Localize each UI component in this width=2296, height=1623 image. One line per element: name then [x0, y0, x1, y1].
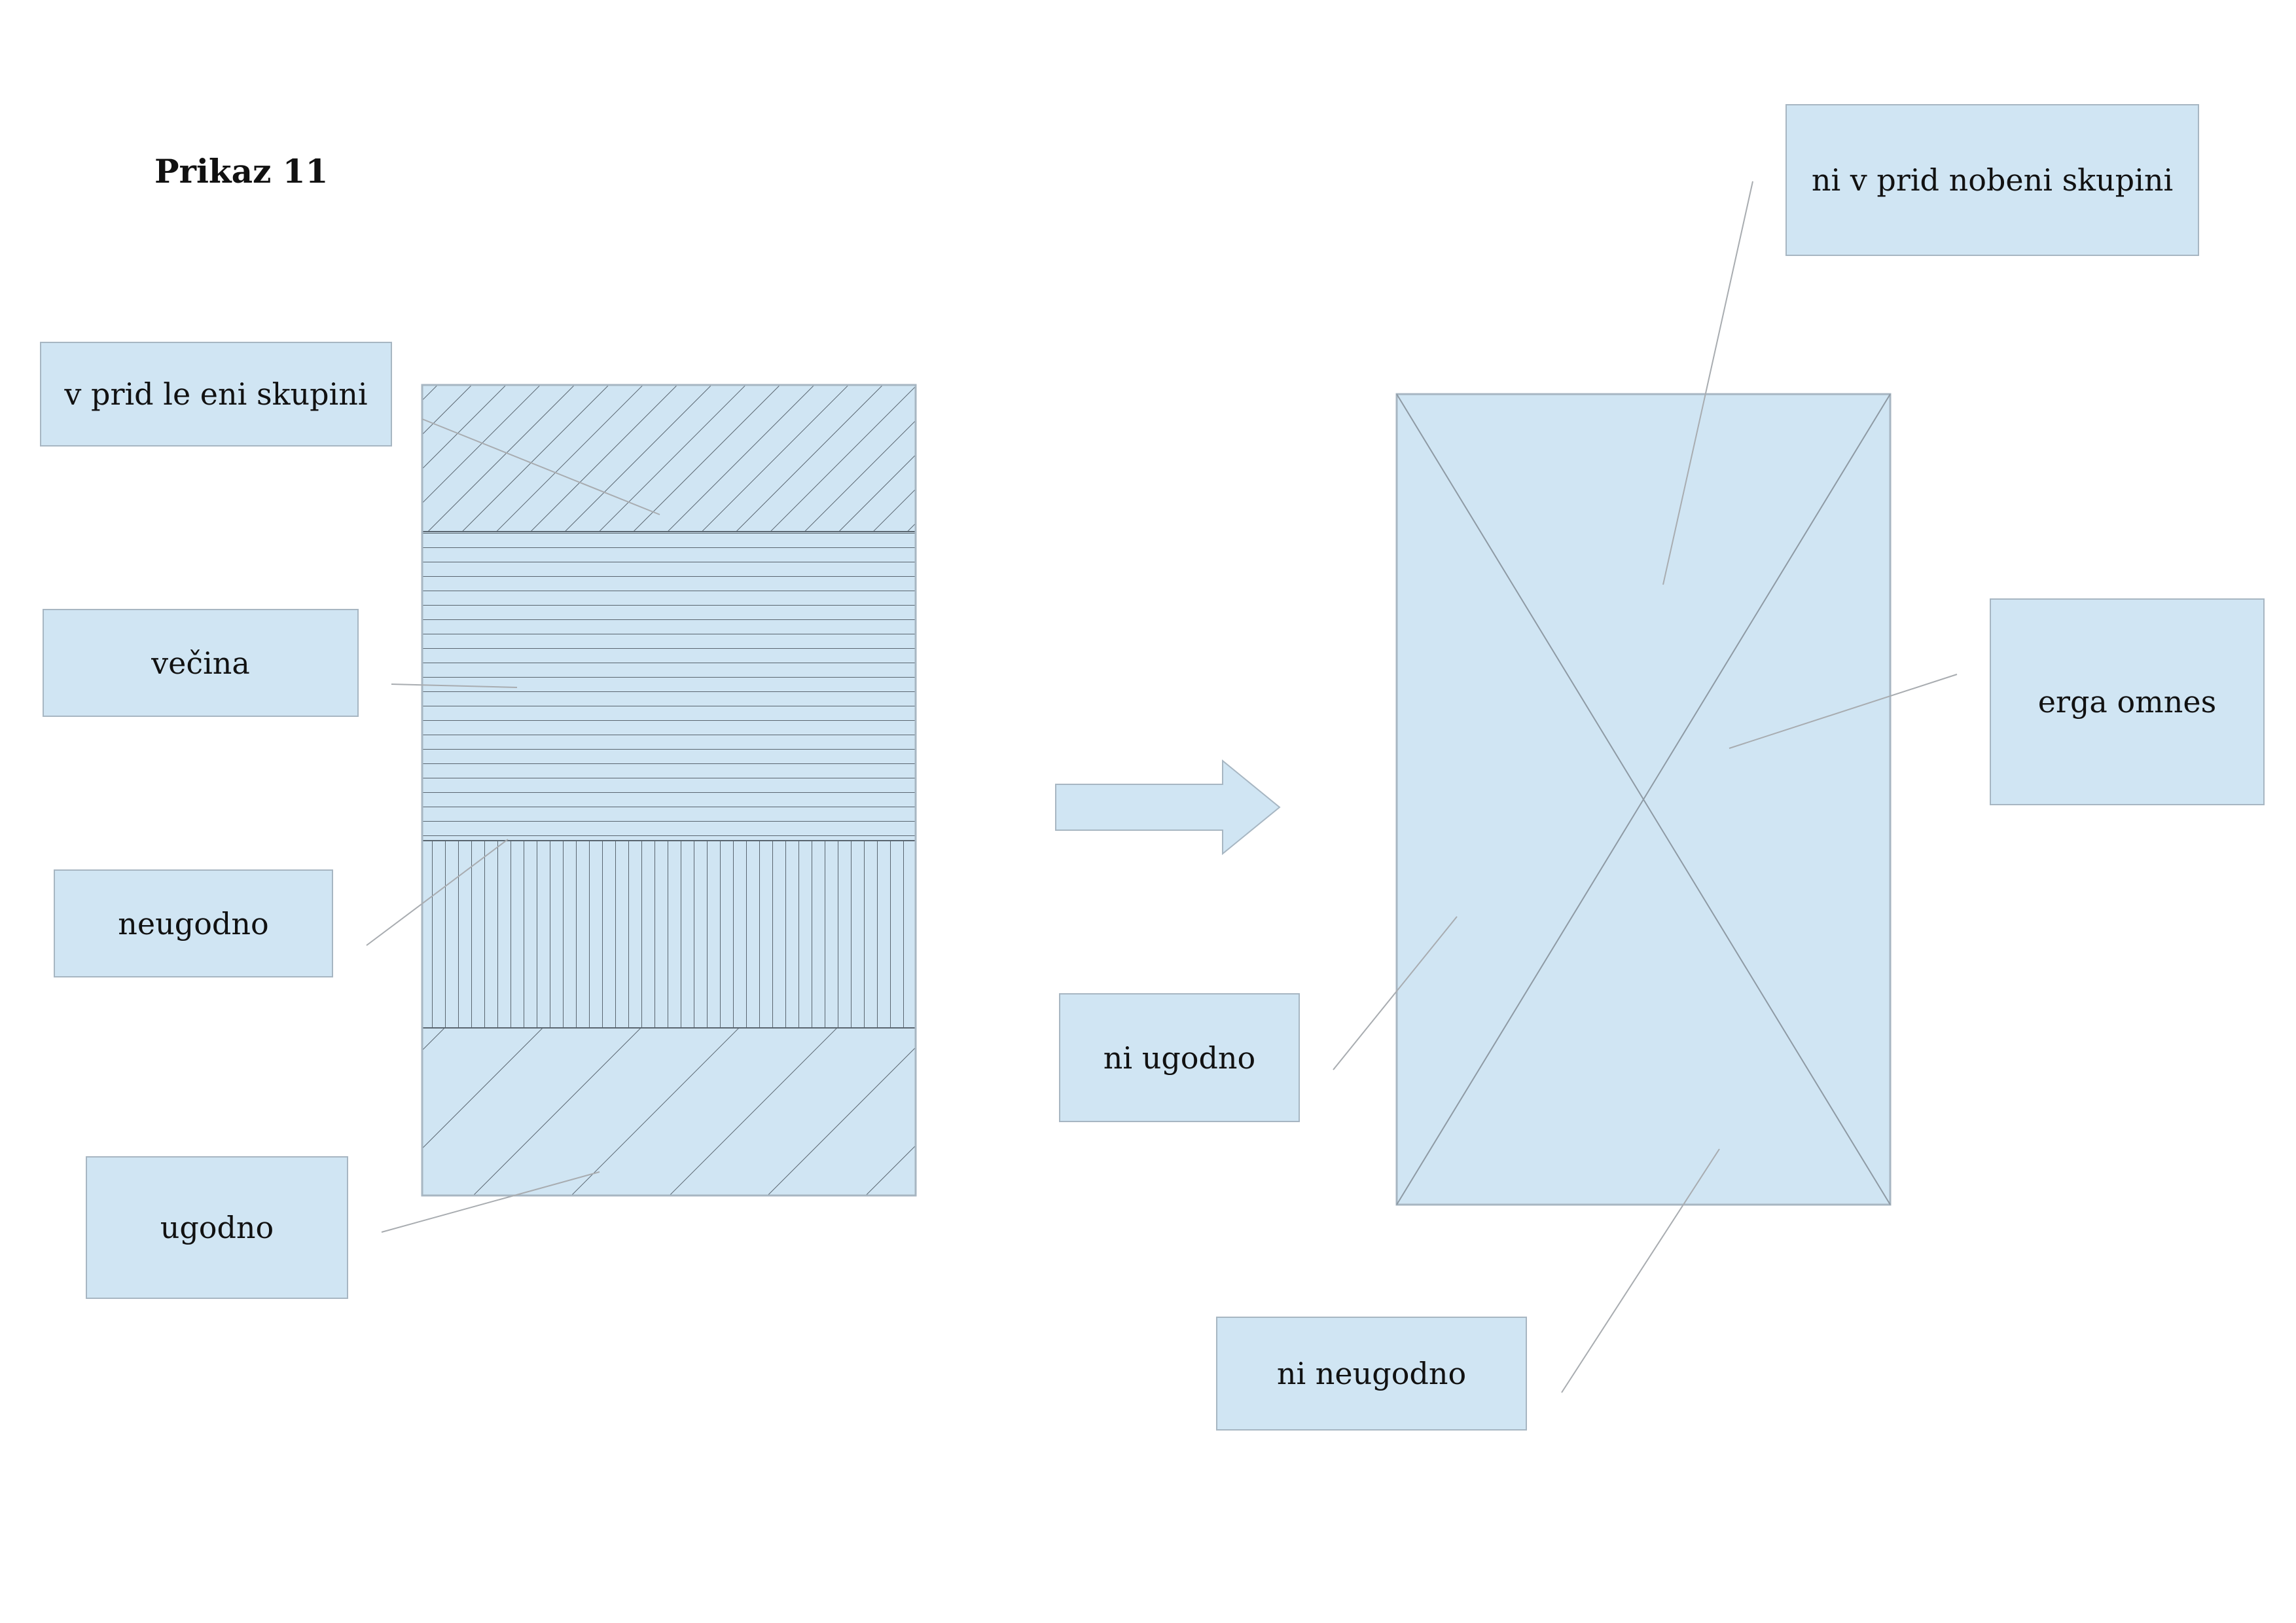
- label-text: ni ugodno: [1103, 1040, 1256, 1076]
- label-box-neugodno: neugodno: [54, 869, 333, 977]
- leader-line: [391, 684, 518, 688]
- band-vertical-lines: [422, 841, 916, 1028]
- band-wide-diagonal-hatch: [422, 1028, 916, 1195]
- label-text: ni neugodno: [1276, 1356, 1467, 1391]
- label-box-ni-ugodno: ni ugodno: [1059, 993, 1300, 1122]
- leader-line: [1561, 1148, 1720, 1393]
- label-box-v-prid-le-eni-skupini: v prid le eni skupini: [40, 342, 392, 447]
- label-text: ni v prid nobeni skupini: [1811, 162, 2174, 198]
- leader-line: [422, 418, 660, 515]
- left-stacked-block: [421, 384, 917, 1197]
- leader-line: [1662, 181, 1753, 585]
- right-crossed-block: [1395, 393, 1892, 1206]
- label-box-erga-omnes: erga omnes: [1990, 598, 2265, 805]
- label-text: večina: [151, 645, 250, 681]
- label-text: neugodno: [118, 905, 269, 941]
- band-fine-diagonal-hatch: [422, 385, 916, 532]
- leader-line: [1729, 674, 1958, 749]
- label-box-vecina: večina: [43, 609, 359, 717]
- leader-line: [366, 839, 509, 946]
- left-block-outline: [421, 384, 917, 1197]
- label-text: v prid le eni skupini: [64, 376, 368, 412]
- leader-line: [381, 1171, 600, 1233]
- right-arrow-icon: [1055, 759, 1281, 856]
- label-box-ugodno: ugodno: [86, 1156, 348, 1299]
- label-box-ni-neugodno: ni neugodno: [1216, 1317, 1527, 1431]
- figure-title: Prikaz 11: [154, 152, 329, 191]
- label-box-ni-v-prid-nobeni-skupini: ni v prid nobeni skupini: [1785, 104, 2199, 256]
- diagonal-cross-line: [1396, 393, 1891, 1205]
- leader-line: [1333, 916, 1458, 1070]
- label-text: ugodno: [160, 1210, 274, 1245]
- band-horizontal-lines: [422, 532, 916, 841]
- leader-lines: [366, 181, 1958, 1393]
- label-text: erga omnes: [2037, 684, 2217, 720]
